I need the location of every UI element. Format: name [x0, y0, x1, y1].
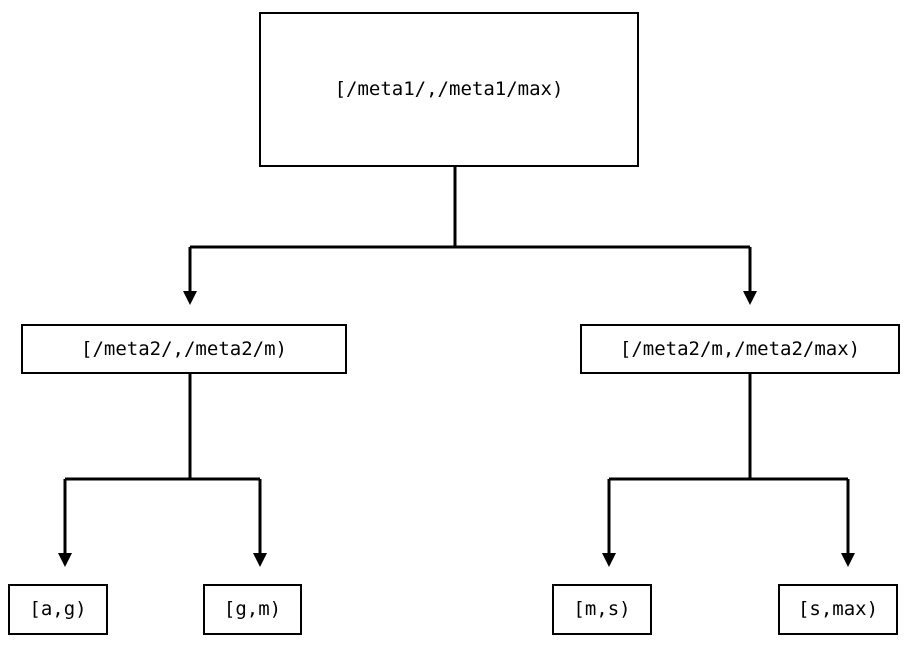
- node-leaf-m-s-label: [m,s): [573, 598, 631, 620]
- arrowhead-leaf-2: [602, 553, 616, 567]
- arrowhead-leaf-0: [58, 553, 72, 567]
- arrowhead-mid-right: [743, 291, 757, 305]
- arrowhead-leaf-3: [841, 553, 855, 567]
- node-root[interactable]: [/meta1/,/meta1/max): [259, 12, 639, 167]
- arrowhead-leaf-1: [253, 553, 267, 567]
- node-leaf-a-g[interactable]: [a,g): [8, 584, 108, 635]
- node-leaf-s-max-label: [s,max): [797, 598, 879, 620]
- node-mid-right-label: [/meta2/m,/meta2/max): [619, 337, 861, 360]
- node-mid-left[interactable]: [/meta2/,/meta2/m): [21, 324, 347, 374]
- node-leaf-a-g-label: [a,g): [29, 598, 87, 620]
- node-leaf-g-m[interactable]: [g,m): [203, 584, 302, 635]
- node-root-label: [/meta1/,/meta1/max): [334, 78, 564, 100]
- arrowhead-mid-left: [183, 291, 197, 305]
- node-leaf-m-s[interactable]: [m,s): [552, 584, 652, 635]
- node-mid-right[interactable]: [/meta2/m,/meta2/max): [580, 324, 900, 374]
- node-mid-left-label: [/meta2/,/meta2/m): [81, 337, 287, 360]
- node-leaf-s-max[interactable]: [s,max): [778, 584, 898, 635]
- node-leaf-g-m-label: [g,m): [223, 598, 282, 620]
